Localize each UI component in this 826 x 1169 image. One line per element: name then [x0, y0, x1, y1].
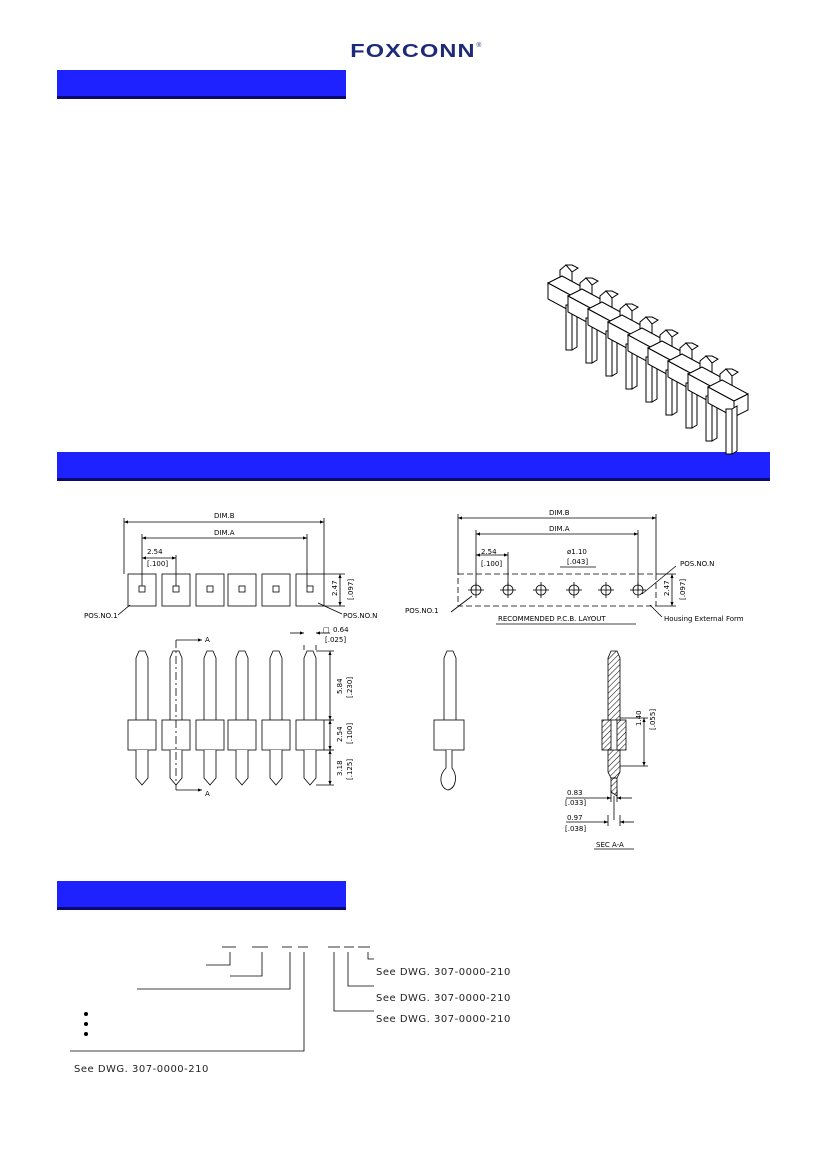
pin-size-mm: 0.64 [333, 626, 349, 634]
pcb-dim-a-label: DIM.A [549, 525, 570, 533]
housing-external-form-label: Housing External Form [664, 615, 744, 623]
pcb-pitch-in: [.100] [481, 560, 502, 568]
pcb-pos-no-1-label: POS.NO.1 [405, 607, 439, 615]
side-view [433, 650, 465, 791]
bullet-dots [84, 1012, 88, 1036]
pcb-height-mm: 2.47 [663, 580, 671, 596]
pcb-height-in: [.097] [679, 579, 687, 600]
tail-length-in: [.125] [346, 759, 354, 780]
connector-3d-illustration [546, 264, 749, 455]
section-a-a-title: SEC A-A [596, 841, 624, 849]
pcb-layout [450, 514, 677, 625]
see-dwg-ref-3: See DWG. 307-0000-210 [376, 1014, 511, 1025]
pitch-mm: 2.54 [147, 548, 163, 556]
upper-length-mm: 5.84 [336, 678, 344, 694]
dim-0-97-mm: 0.97 [567, 814, 583, 822]
dim-1-40-in: [.055] [649, 709, 657, 730]
section-banner-features [57, 70, 346, 99]
foxconn-logo: FOXCONN ® [350, 40, 481, 61]
dim-0-83-in: [.033] [565, 799, 586, 807]
pin-size-in: [.025] [325, 636, 346, 644]
pos-no-1-label: POS.NO.1 [84, 612, 118, 620]
pitch-in: [.100] [147, 560, 168, 568]
pcb-hole-mm: ø1.10 [567, 548, 587, 556]
section-banner-dimensions [57, 452, 770, 481]
pcb-pos-no-n-label: POS.NO.N [680, 560, 714, 568]
square-symbol: □ [323, 626, 330, 634]
pos-no-n-label: POS.NO.N [343, 612, 377, 620]
see-dwg-ref-1: See DWG. 307-0000-210 [376, 967, 511, 978]
section-a-bottom: A [205, 790, 210, 798]
section-a-top: A [205, 636, 210, 644]
svg-text:FOXCONN: FOXCONN [350, 40, 475, 61]
see-dwg-ref-2: See DWG. 307-0000-210 [376, 993, 511, 1004]
dim-b-label: DIM.B [214, 512, 235, 520]
section-banner-part-numbering [57, 881, 346, 910]
svg-text:®: ® [476, 41, 481, 49]
front-view [127, 650, 325, 786]
dim-0-97-in: [.038] [565, 825, 586, 833]
housing-height-in: [.100] [346, 723, 354, 744]
part-numbering-diagram [70, 946, 374, 1052]
top-view-left [117, 518, 345, 616]
height-in: [.097] [347, 579, 355, 600]
height-mm: 2.47 [331, 580, 339, 596]
section-a-a [566, 650, 648, 850]
dim-1-40-mm: 1.40 [635, 710, 643, 726]
pcb-pitch-mm: 2.54 [481, 548, 497, 556]
pcb-hole-in: [.043] [567, 558, 588, 566]
housing-height-mm: 2.54 [336, 726, 344, 742]
pcb-dim-b-label: DIM.B [549, 509, 570, 517]
see-dwg-ref-4: See DWG. 307-0000-210 [74, 1064, 209, 1075]
upper-length-in: [.230] [346, 677, 354, 698]
dim-0-83-mm: 0.83 [567, 789, 583, 797]
recommended-pcb-layout-label: RECOMMENDED P.C.B. LAYOUT [498, 615, 606, 623]
tail-length-mm: 3.18 [336, 760, 344, 776]
dim-a-label: DIM.A [214, 529, 235, 537]
